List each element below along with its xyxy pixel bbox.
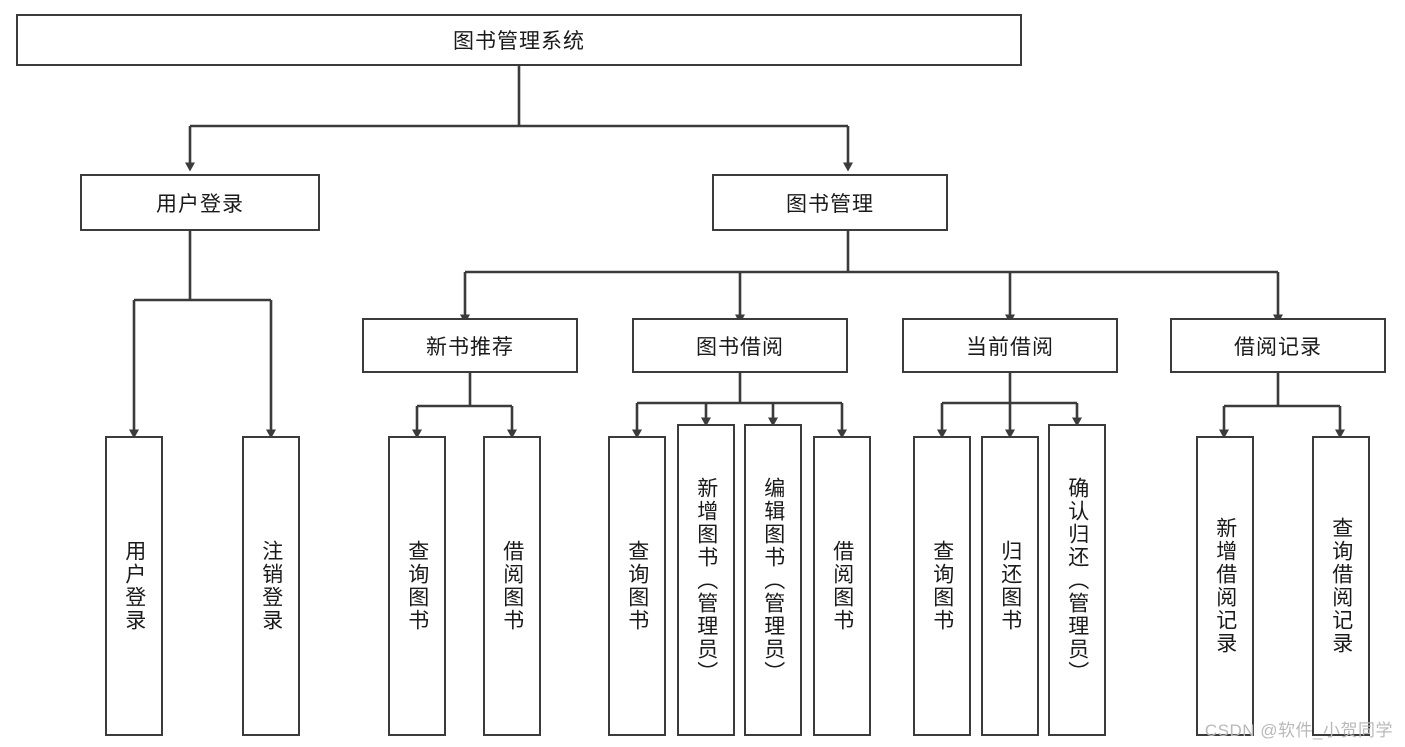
node-current-borrow-label: 当前借阅 [966, 335, 1054, 359]
node-book-manage[interactable]: 图书管理 [712, 174, 948, 231]
node-leaf-add-record[interactable]: 新增借阅记录 [1196, 436, 1254, 736]
node-leaf-logout[interactable]: 注销登录 [242, 436, 300, 736]
node-new-book-rec[interactable]: 新书推荐 [362, 318, 578, 373]
node-leaf-borrow-book-2[interactable]: 借阅图书 [813, 436, 871, 736]
node-user-login[interactable]: 用户登录 [80, 174, 320, 231]
node-root-label: 图书管理系统 [453, 30, 585, 53]
node-leaf-add-book-label: 新增图书（管理员） [694, 476, 718, 684]
node-leaf-add-record-label: 新增借阅记录 [1213, 517, 1237, 655]
watermark-text: CSDN @软件_小贺同学 [1204, 721, 1393, 740]
node-leaf-user-login[interactable]: 用户登录 [105, 436, 163, 736]
node-leaf-query-book-1-label: 查询图书 [405, 540, 429, 632]
node-leaf-logout-label: 注销登录 [259, 540, 283, 632]
node-leaf-query-record-label: 查询借阅记录 [1329, 517, 1353, 655]
node-leaf-query-record[interactable]: 查询借阅记录 [1312, 436, 1370, 736]
node-borrow-record-label: 借阅记录 [1234, 335, 1322, 359]
node-leaf-edit-book[interactable]: 编辑图书（管理员） [744, 424, 802, 736]
node-leaf-query-book-2[interactable]: 查询图书 [608, 436, 666, 736]
node-leaf-return-book-label: 归还图书 [998, 540, 1022, 632]
node-leaf-query-book-1[interactable]: 查询图书 [388, 436, 446, 736]
node-current-borrow[interactable]: 当前借阅 [902, 318, 1118, 373]
node-leaf-user-login-label: 用户登录 [122, 540, 146, 632]
node-new-book-rec-label: 新书推荐 [426, 335, 514, 359]
node-leaf-borrow-book-1[interactable]: 借阅图书 [483, 436, 541, 736]
node-leaf-borrow-book-2-label: 借阅图书 [830, 540, 854, 632]
node-leaf-confirm-return[interactable]: 确认归还（管理员） [1048, 424, 1106, 736]
node-borrow-record[interactable]: 借阅记录 [1170, 318, 1386, 373]
node-book-manage-label: 图书管理 [786, 192, 874, 216]
node-leaf-query-book-3-label: 查询图书 [930, 540, 954, 632]
node-leaf-borrow-book-1-label: 借阅图书 [500, 540, 524, 632]
node-leaf-add-book[interactable]: 新增图书（管理员） [677, 424, 735, 736]
node-root[interactable]: 图书管理系统 [16, 14, 1022, 66]
node-leaf-return-book[interactable]: 归还图书 [981, 436, 1039, 736]
node-leaf-query-book-2-label: 查询图书 [625, 540, 649, 632]
node-book-borrow-label: 图书借阅 [696, 335, 784, 359]
node-leaf-query-book-3[interactable]: 查询图书 [913, 436, 971, 736]
node-user-login-label: 用户登录 [156, 192, 244, 216]
node-leaf-confirm-return-label: 确认归还（管理员） [1065, 476, 1089, 684]
node-book-borrow[interactable]: 图书借阅 [632, 318, 848, 373]
node-leaf-edit-book-label: 编辑图书（管理员） [761, 476, 785, 684]
